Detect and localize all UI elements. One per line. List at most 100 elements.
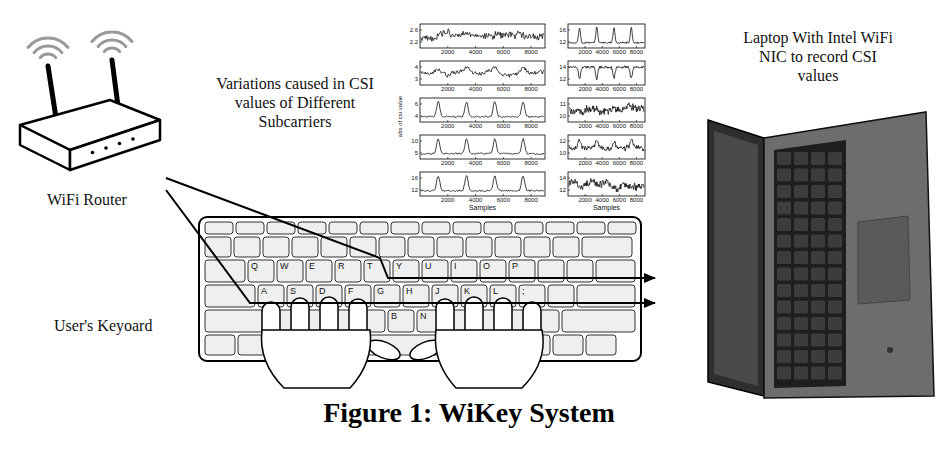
antenna [48, 66, 56, 118]
key-label: P [512, 261, 532, 271]
signal-path [166, 190, 655, 303]
tick-label: 2000 [573, 86, 597, 93]
subcarrier-plot [568, 98, 645, 122]
signal-path [166, 178, 655, 278]
subcarrier-plot [420, 172, 545, 196]
tick-mark [531, 157, 532, 159]
plot-frame [420, 98, 545, 122]
tick-mark [602, 120, 603, 122]
subcarrier-plot [420, 61, 545, 85]
tick-mark [619, 157, 620, 159]
tick-mark [585, 120, 586, 122]
key [236, 222, 264, 234]
tick-label: 6 [398, 101, 418, 108]
tick-mark [568, 178, 570, 179]
tick-mark [636, 194, 637, 196]
tick-mark [531, 46, 532, 48]
tick-label: 2.2 [398, 39, 418, 46]
laptop-key [777, 301, 791, 314]
laptop-key [794, 235, 808, 248]
tick-label: 8000 [519, 86, 543, 93]
wifi-wave [92, 32, 132, 41]
key [582, 237, 632, 257]
tick-label: 10 [398, 138, 418, 145]
key [553, 237, 579, 257]
tick-label: 2000 [573, 123, 597, 130]
laptop-key [777, 218, 791, 231]
key-label: ; [522, 286, 542, 296]
key [205, 222, 233, 234]
laptop-key [777, 268, 791, 281]
laptop-key [811, 251, 825, 264]
laptop-key [777, 334, 791, 347]
tick-mark [475, 83, 476, 85]
key-label: W [280, 261, 300, 271]
tick-label: 2000 [436, 49, 460, 56]
laptop-key [794, 317, 808, 330]
key [577, 222, 605, 234]
subcarrier-plot [568, 24, 645, 48]
tick-mark [568, 153, 570, 154]
laptop-key [777, 350, 791, 363]
tick-label: 2000 [436, 197, 460, 204]
wifi-wave [104, 48, 119, 52]
tick-label: 6000 [491, 197, 515, 204]
laptop-key [811, 334, 825, 347]
tick-mark [420, 190, 422, 191]
csi-plots [420, 24, 645, 196]
tick-mark [420, 67, 422, 68]
axis-label: Samples [458, 204, 508, 212]
key [586, 335, 616, 355]
tick-mark [420, 178, 422, 179]
plot-frame [568, 24, 645, 48]
node-label: User's Keyoard [54, 316, 199, 335]
tick-mark [531, 83, 532, 85]
palm [435, 330, 543, 388]
tick-label: 2000 [573, 197, 597, 204]
tick-mark [503, 83, 504, 85]
tick-label: 2.6 [398, 27, 418, 34]
laptop-key [794, 169, 808, 182]
key-label: U [425, 261, 445, 271]
tick-mark [420, 116, 422, 117]
csi-signal [421, 138, 544, 154]
key [437, 237, 463, 257]
laptop-key [811, 218, 825, 231]
tick-label: 4 [398, 113, 418, 120]
palm [261, 330, 370, 388]
csi-signal [421, 29, 544, 42]
laptop-icon [708, 112, 934, 398]
plot-frame [420, 24, 545, 48]
tick-label: 14 [546, 175, 566, 182]
axis-title: abs of csi value [397, 77, 404, 157]
key [248, 260, 274, 282]
key-label: E [309, 261, 329, 271]
tick-mark [420, 30, 422, 31]
power-button [887, 347, 893, 353]
key-label: G [377, 286, 397, 296]
key [391, 222, 419, 234]
laptop-key [828, 169, 842, 182]
tick-label: 14 [546, 64, 566, 71]
tick-label: 6000 [607, 160, 631, 167]
laptop-key [794, 350, 808, 363]
tick-label: 8000 [519, 160, 543, 167]
plot-frame [420, 172, 545, 196]
wifi-wave [28, 38, 68, 47]
tick-mark [447, 194, 448, 196]
tick-mark [447, 46, 448, 48]
laptop-key [794, 185, 808, 198]
tick-mark [447, 83, 448, 85]
wifi-wave [34, 46, 62, 53]
tick-label: 8000 [624, 197, 648, 204]
key [484, 222, 512, 234]
laptop-key [828, 268, 842, 281]
key [608, 222, 636, 234]
router-group: WiFi Router [12, 20, 166, 213]
tick-mark [619, 83, 620, 85]
key-label: O [483, 261, 503, 271]
laptop-key [811, 350, 825, 363]
laptop-key [777, 284, 791, 297]
tick-mark [585, 194, 586, 196]
